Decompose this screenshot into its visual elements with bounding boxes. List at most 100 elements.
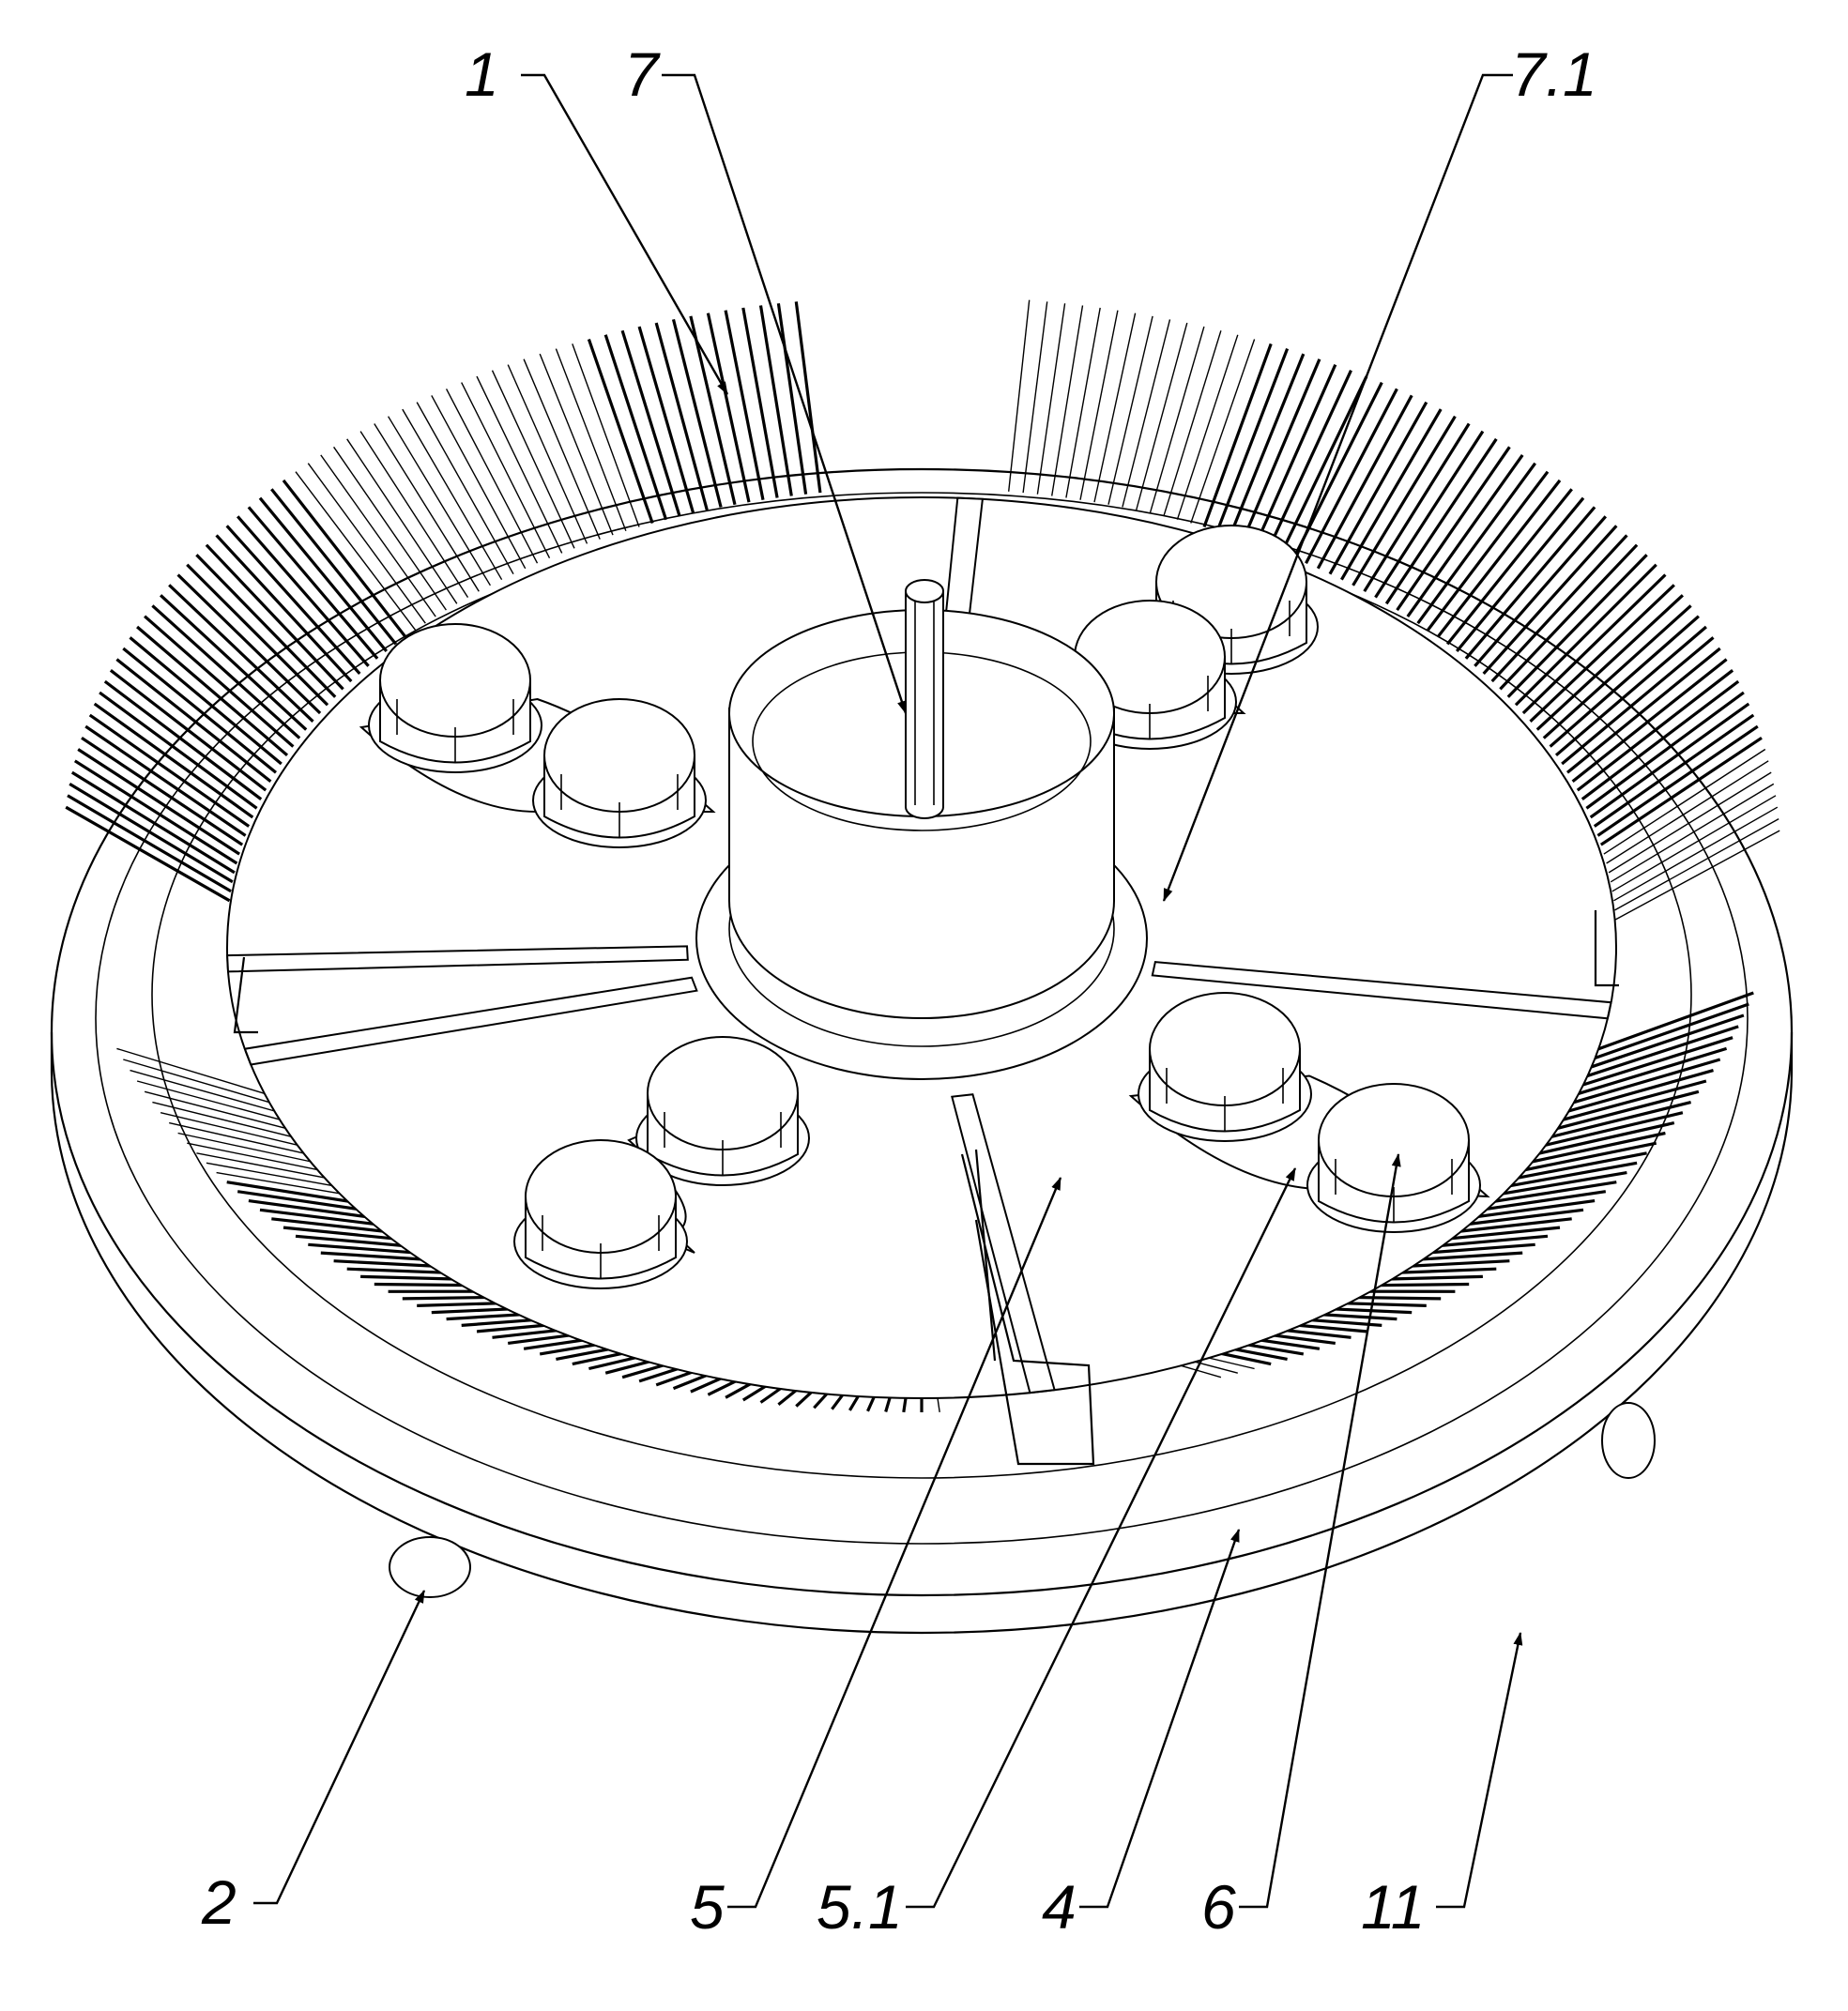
bristle: [1190, 339, 1256, 524]
bristle: [654, 322, 709, 510]
bristle: [1576, 669, 1734, 792]
bristle: [1022, 301, 1048, 494]
bristle: [169, 1121, 313, 1156]
bristle: [270, 488, 398, 646]
label-6: 6: [1201, 1872, 1236, 1942]
bristle: [1051, 305, 1084, 496]
bristle: [1614, 817, 1779, 911]
bristle: [431, 395, 527, 570]
bristle: [1149, 326, 1205, 513]
bristle: [1242, 358, 1321, 541]
bristle: [1407, 1251, 1523, 1262]
bristle: [1428, 1234, 1549, 1249]
hex-bolt: [1306, 1083, 1481, 1233]
bristle: [187, 1142, 328, 1173]
bristle: [620, 329, 681, 517]
segment-gap: [1151, 961, 1612, 1020]
bristle: [1176, 334, 1239, 520]
segment-gaps: [226, 496, 1612, 1394]
label-4: 4: [1042, 1872, 1077, 1942]
bristle: [1550, 1089, 1700, 1132]
bristle: [1406, 453, 1524, 618]
bristle: [295, 1234, 416, 1249]
bristle: [1437, 1226, 1561, 1242]
bristle: [637, 326, 695, 514]
bristle: [724, 310, 765, 501]
bristle: [1036, 303, 1066, 495]
bristle: [1445, 488, 1573, 646]
bristle: [1613, 806, 1779, 902]
bristle: [1490, 534, 1628, 683]
bristle: [1589, 702, 1750, 819]
bristle: [1374, 430, 1485, 599]
bristle: [333, 446, 447, 611]
bristle: [109, 669, 267, 792]
bristle: [476, 375, 563, 554]
bristle: [1384, 437, 1498, 605]
bristle: [1566, 1058, 1721, 1106]
segment-gap: [226, 945, 689, 973]
bristle: [1603, 748, 1766, 855]
bristle: [216, 1171, 352, 1196]
bristle: [168, 584, 314, 723]
bristle: [1596, 724, 1759, 837]
bristle: [67, 794, 232, 893]
bristle: [555, 348, 627, 531]
bristle: [1136, 322, 1188, 510]
bristle: [1514, 563, 1657, 707]
bristle: [225, 525, 361, 675]
bristle: [103, 679, 263, 800]
bristle: [152, 1101, 300, 1140]
bristle: [1328, 401, 1428, 575]
leader-lines: [253, 73, 1523, 1909]
bristle: [1581, 1025, 1739, 1079]
hex-bolt: [368, 623, 542, 773]
bristle: [1316, 394, 1413, 570]
bristle: [282, 479, 407, 638]
bristle: [1436, 479, 1562, 638]
hex-bolt: [635, 1036, 810, 1186]
bristle: [136, 625, 289, 757]
bristle: [116, 1047, 271, 1096]
bristle: [1522, 1131, 1666, 1165]
bristle: [226, 1181, 360, 1205]
bristle: [99, 691, 258, 810]
bristle: [1565, 647, 1721, 774]
drive-shaft: [905, 579, 944, 819]
bristle: [794, 301, 822, 494]
bristle: [1255, 363, 1337, 545]
bristle: [130, 1069, 282, 1114]
mounting-hole-left: [389, 1536, 471, 1598]
bristle: [1535, 594, 1684, 731]
bristle: [136, 1080, 288, 1122]
bristle: [388, 416, 491, 587]
bristle: [81, 736, 244, 846]
bristle: [1008, 299, 1031, 492]
bristle: [271, 1217, 396, 1235]
bristle: [237, 1190, 369, 1212]
bristle: [1590, 1002, 1749, 1061]
bristle: [259, 1208, 387, 1227]
bristle: [308, 1242, 426, 1256]
label-5-1: 5.1: [817, 1872, 903, 1942]
bristle: [1515, 1141, 1657, 1174]
bristle: [258, 496, 389, 653]
bristle: [333, 1259, 447, 1269]
bristle: [1554, 625, 1707, 757]
bristle: [160, 594, 308, 731]
hex-bolt: [1138, 992, 1312, 1142]
bristle: [1427, 470, 1550, 632]
bristle: [1599, 736, 1763, 846]
bristle: [1561, 1069, 1714, 1115]
bristle: [346, 438, 458, 604]
bristle: [283, 1226, 406, 1242]
bristle: [144, 615, 295, 748]
bristle: [177, 1132, 321, 1165]
bristle: [160, 1112, 307, 1149]
bristle: [1507, 1151, 1647, 1181]
bristle: [1482, 525, 1618, 675]
bristle: [1397, 1259, 1510, 1269]
bristle: [88, 713, 251, 828]
bristle: [1163, 330, 1222, 517]
